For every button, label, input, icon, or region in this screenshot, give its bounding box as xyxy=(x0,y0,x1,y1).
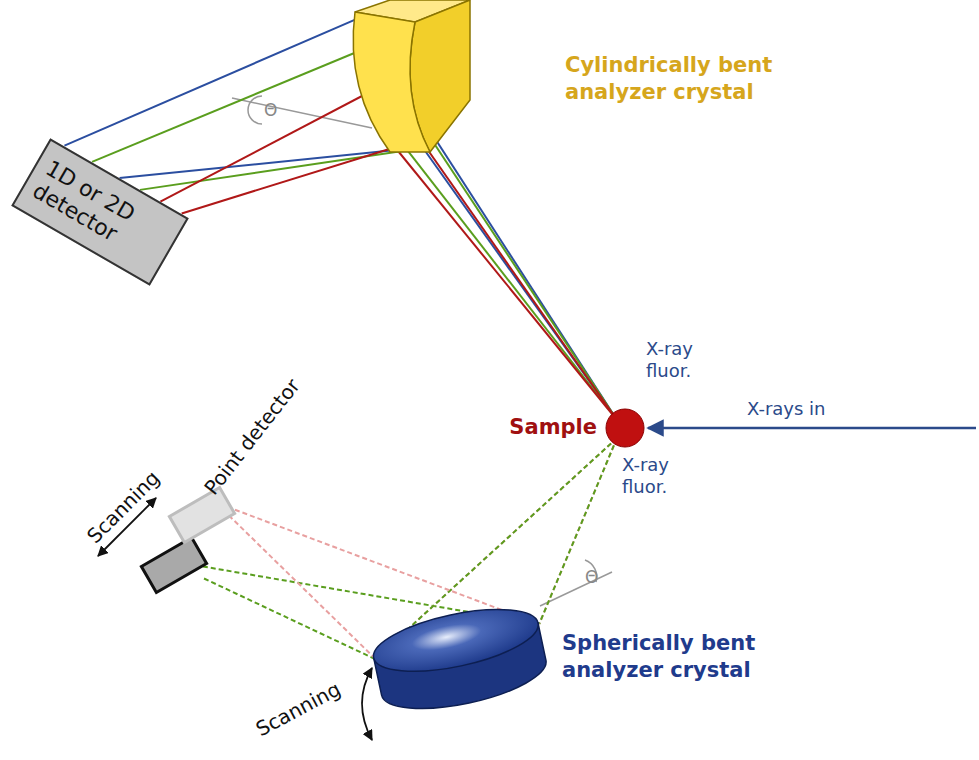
ray xyxy=(182,147,395,213)
spherical-crystal: Spherically bent analyzer crystal xyxy=(370,600,550,720)
beam-label: X-rays in xyxy=(745,398,828,420)
angle-symbol: Θ xyxy=(583,566,600,588)
point-detector: Point detector xyxy=(165,485,240,545)
cylindrical-crystal-shape xyxy=(345,0,470,155)
node-label: 1D or 2D detector xyxy=(28,155,172,268)
node-heading: Spherically bent analyzer crystal xyxy=(560,630,824,684)
spherical-crystal-shape xyxy=(370,600,550,720)
scan-arrow xyxy=(362,668,372,740)
angle-line xyxy=(540,572,612,606)
ray xyxy=(539,438,617,624)
ray xyxy=(539,438,617,624)
point-detector-box xyxy=(141,538,206,593)
angle-symbol: Θ xyxy=(262,99,279,121)
ray xyxy=(225,506,539,624)
node-heading: Point detector xyxy=(198,372,306,501)
point-detector-shape xyxy=(165,485,240,545)
ray xyxy=(395,147,617,420)
sample-dot: Sample xyxy=(605,408,645,448)
ray xyxy=(92,47,370,162)
ray xyxy=(408,150,618,420)
node-heading: Cylindrically bent analyzer crystal xyxy=(563,52,847,106)
angle-arc xyxy=(248,96,262,124)
scan-label: Scanning xyxy=(81,465,165,549)
scan-label: Scanning xyxy=(250,677,345,742)
cylindrical-crystal: Cylindrically bent analyzer crystal xyxy=(345,0,470,155)
fluorescence-label: X-ray fluor. xyxy=(644,338,720,382)
fluorescence-label: X-ray fluor. xyxy=(620,454,696,498)
node-heading: Sample xyxy=(507,414,599,440)
ray xyxy=(160,85,382,201)
sample-dot-shape xyxy=(605,408,645,448)
ray xyxy=(203,578,375,659)
ray xyxy=(64,19,357,146)
detector-box: 1D or 2D detector xyxy=(11,138,189,286)
incident-beam xyxy=(648,427,976,430)
ray xyxy=(224,510,376,659)
